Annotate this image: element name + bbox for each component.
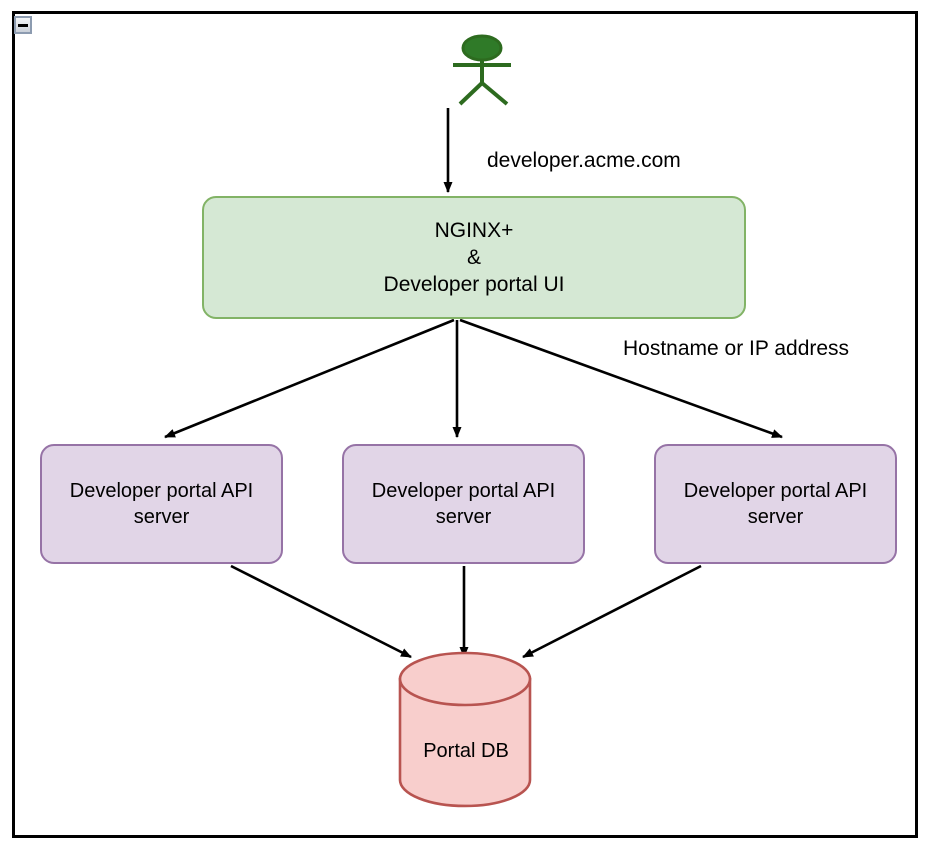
node-api-server-1[interactable]: Developer portal API server xyxy=(40,444,283,564)
edge-label-backend-target: Hostname or IP address xyxy=(623,337,850,360)
node-api-server-3-label: Developer portal API server xyxy=(683,480,868,528)
node-database-label[interactable]: Portal DB xyxy=(423,740,509,762)
node-nginx-developer-portal-ui[interactable]: NGINX+ & Developer portal UI xyxy=(202,196,746,319)
edge-label-entry-hostname: developer.acme.com xyxy=(487,149,681,172)
node-api-server-2-label: Developer portal API server xyxy=(371,480,556,528)
collapse-toggle-button[interactable] xyxy=(14,16,32,34)
node-api-server-1-label: Developer portal API server xyxy=(69,480,254,528)
node-api-server-2[interactable]: Developer portal API server xyxy=(342,444,585,564)
node-api-server-3[interactable]: Developer portal API server xyxy=(654,444,897,564)
minus-icon xyxy=(18,23,28,27)
diagram-frame xyxy=(12,11,918,838)
node-nginx-label: NGINX+ & Developer portal UI xyxy=(383,218,565,297)
